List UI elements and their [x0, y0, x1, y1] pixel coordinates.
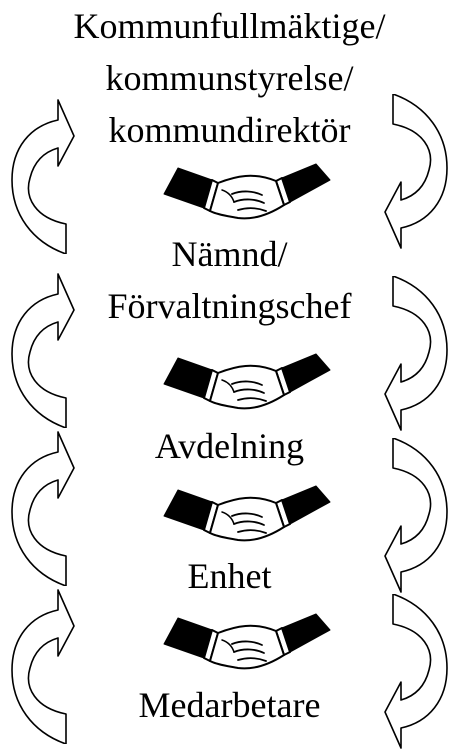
- curved-arrow-down-icon: [384, 438, 448, 593]
- level-label-kommundirektor: kommundirektör: [108, 110, 351, 150]
- curved-arrow-down-icon: [384, 94, 448, 249]
- curved-arrow-up-icon: [11, 273, 75, 428]
- curved-arrow-up-icon: [11, 431, 75, 586]
- curved-arrow-down-icon: [384, 594, 448, 749]
- level-label-forvaltningschef: Förvaltningschef: [107, 286, 352, 326]
- level-label-avdelning: Avdelning: [154, 426, 305, 466]
- level-label-namnd: Nämnd/: [171, 234, 288, 274]
- handshake-icon: [163, 353, 331, 410]
- level-label-medarbetare: Medarbetare: [138, 685, 321, 725]
- handshake-icon: [163, 163, 331, 220]
- curved-arrow-up-icon: [11, 589, 75, 744]
- curved-arrow-down-icon: [384, 276, 448, 431]
- handshake-icon: [163, 613, 331, 670]
- curved-arrow-up-icon: [11, 99, 75, 254]
- handshake-icon: [163, 485, 331, 542]
- level-label-enhet: Enhet: [187, 556, 272, 596]
- level-label-kommunstyrelse: kommunstyrelse/: [105, 58, 354, 98]
- level-label-kommunfullmaktige: Kommunfullmäktige/: [73, 6, 386, 46]
